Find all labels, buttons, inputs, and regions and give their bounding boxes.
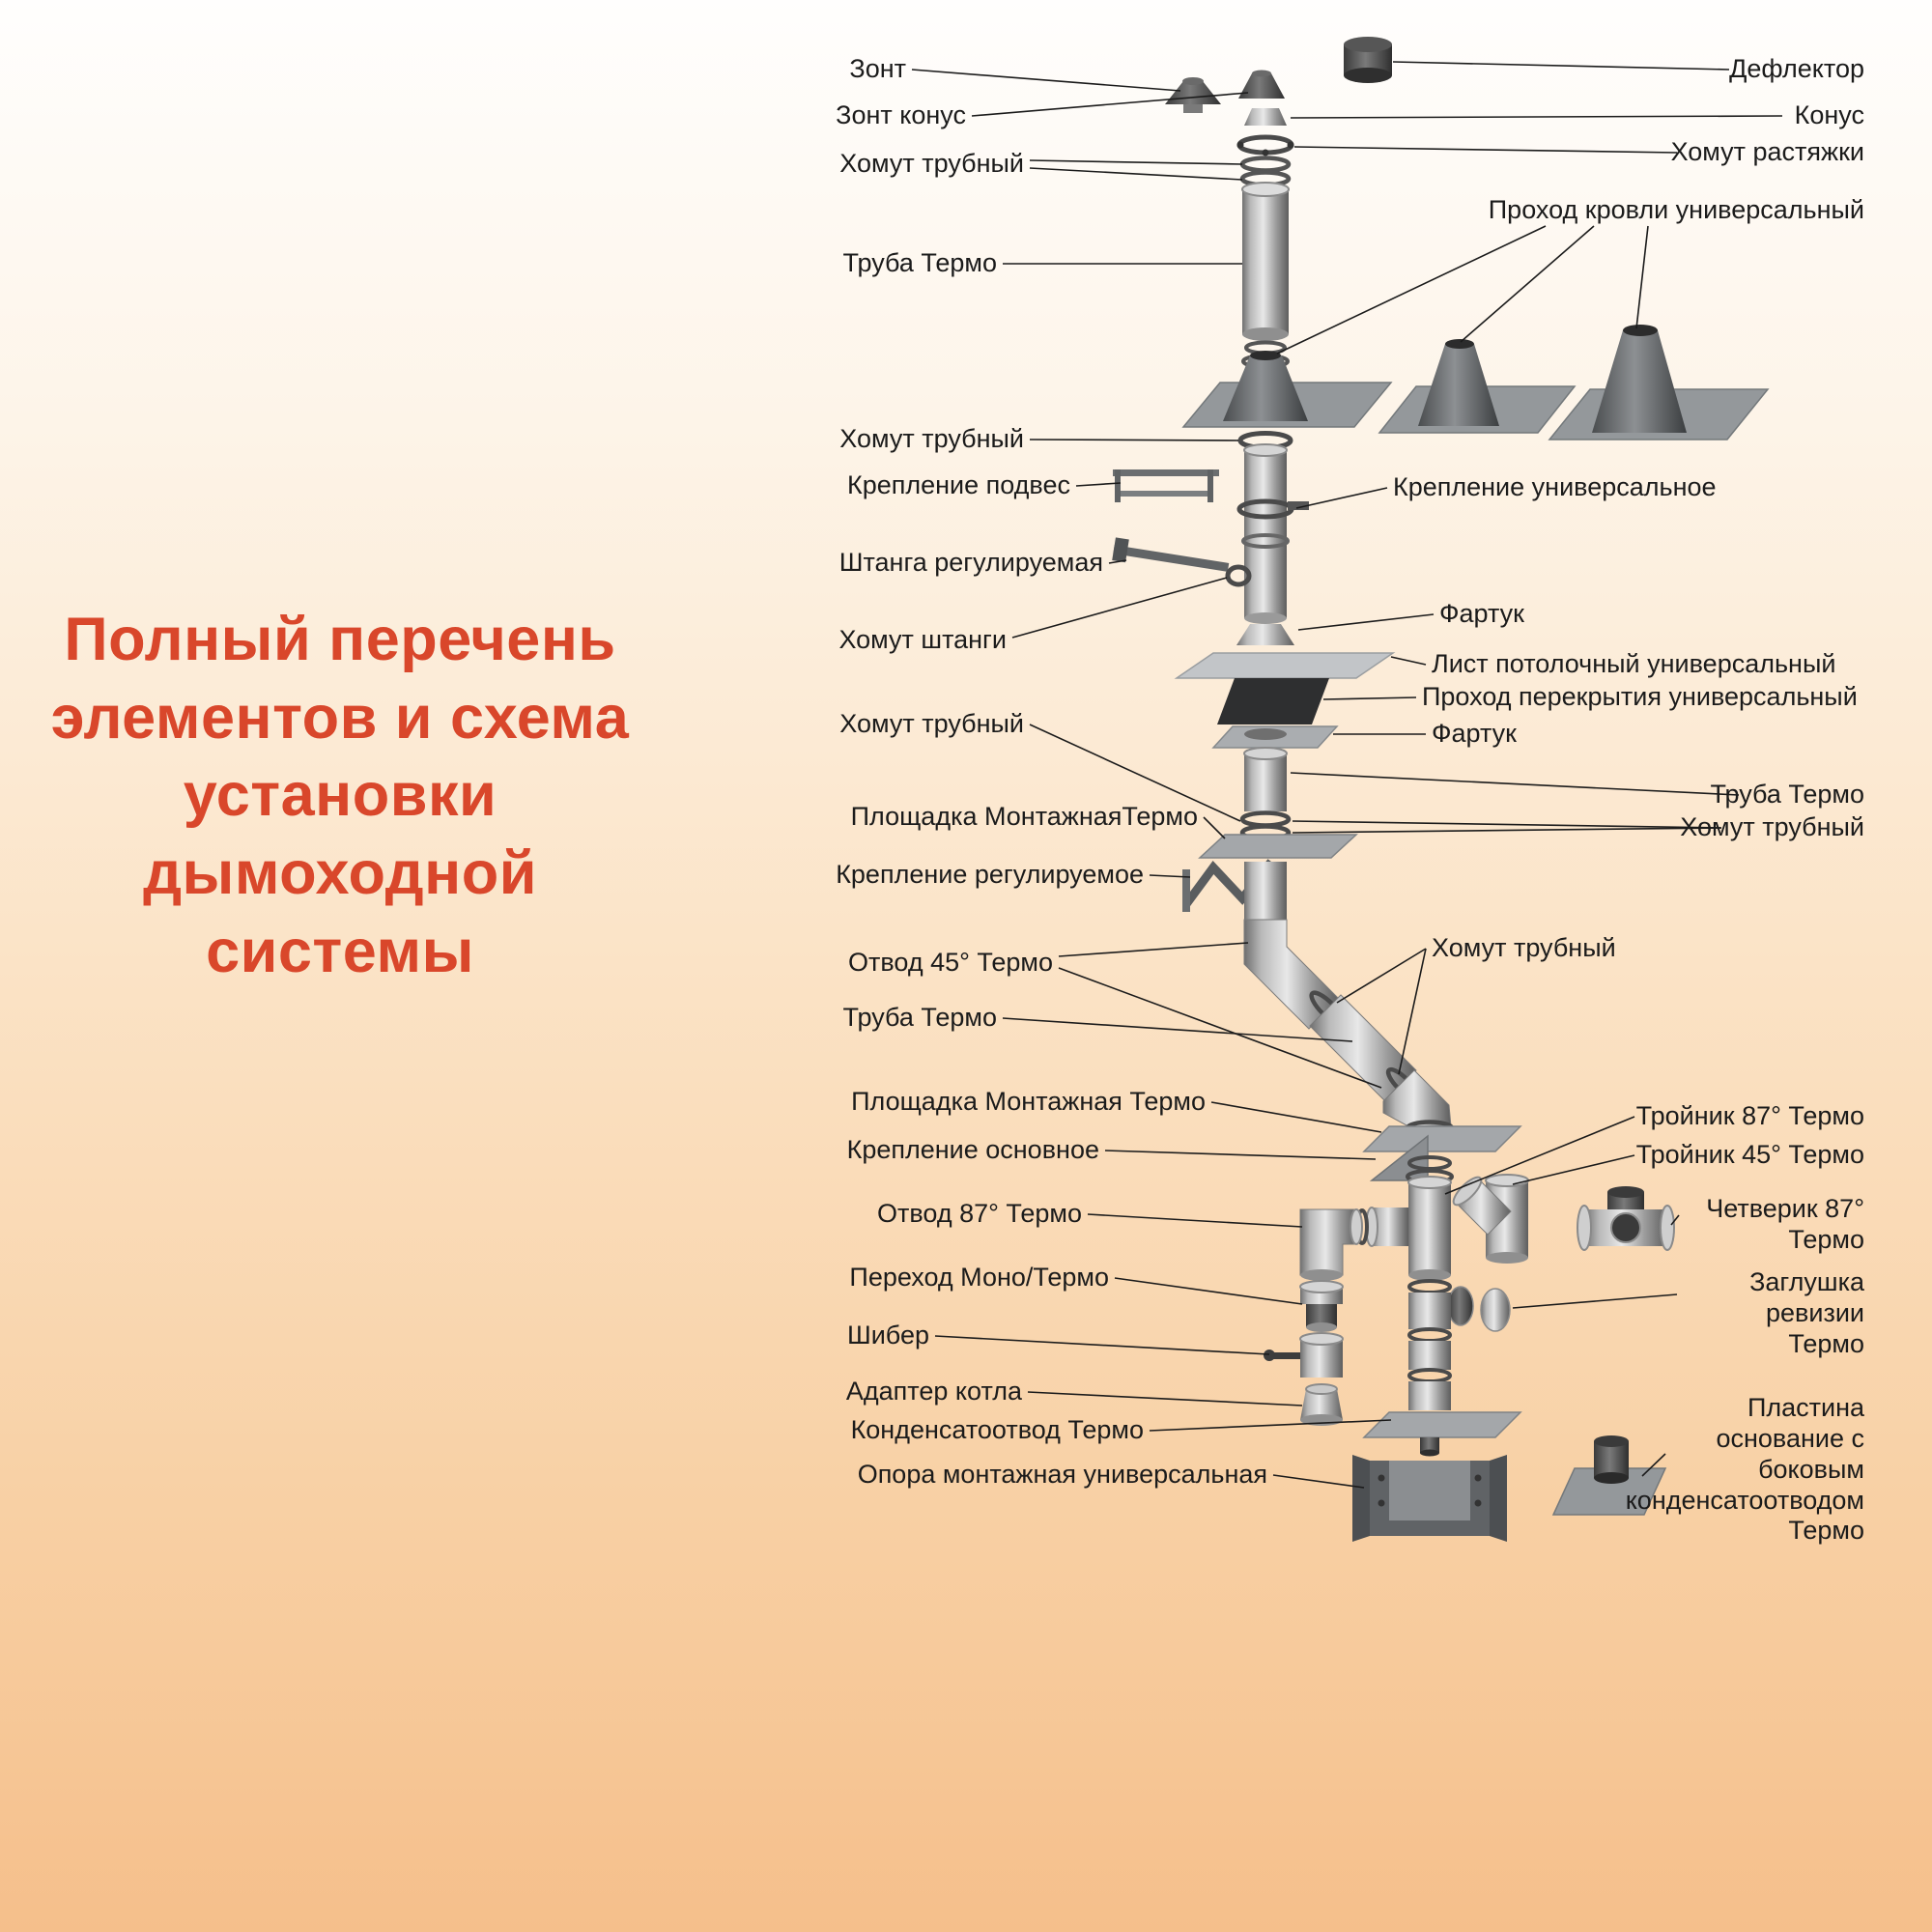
label-fartuk-1: Фартук	[1439, 599, 1524, 628]
label-ploshchadka-montazhnaya-1: Площадка МонтажнаяТермо	[850, 802, 1198, 831]
part-shtanga-reguliruemaya-icon	[1112, 537, 1230, 572]
part-troinik-87-icon	[1355, 1155, 1454, 1281]
part-roof-pass-2-icon	[1378, 339, 1577, 434]
label-konus: Конус	[1794, 100, 1864, 129]
label-zont-konus: Зонт конус	[836, 100, 966, 129]
part-kondensatootvod-icon	[1362, 1381, 1522, 1457]
part-truba-below-tee-icon	[1407, 1279, 1452, 1383]
label-kreplenie-osnovnoe: Крепление основное	[846, 1135, 1099, 1164]
part-kreplenie-podves-icon	[1113, 469, 1219, 502]
label-troinik-87: Тройник 87° Термо	[1635, 1101, 1864, 1130]
label-zaglushka-revizii: Заглушка ревизии Термо	[1749, 1267, 1864, 1358]
leader-lines	[911, 61, 1783, 1489]
label-truba-termo-1: Труба Термо	[842, 248, 997, 277]
part-shiber-icon	[1264, 1332, 1344, 1378]
part-opora-montazhnaya-icon	[1352, 1455, 1507, 1542]
label-ploshchadka-montazhnaya-2: Площадка Монтажная Термо	[851, 1087, 1206, 1116]
label-opora-montazhnaya: Опора монтажная универсальная	[857, 1460, 1267, 1489]
part-kreplenie-universalnoe-icon	[1236, 498, 1309, 520]
label-prohod-perekrytiya: Проход перекрытия универсальный	[1422, 682, 1858, 711]
label-otvod-45: Отвод 45° Термо	[847, 948, 1053, 977]
part-adapter-kotla-icon	[1300, 1383, 1343, 1426]
part-fartuk-upper-icon	[1236, 624, 1294, 645]
label-troinik-45: Тройник 45° Термо	[1635, 1140, 1864, 1169]
part-fartuk-lower-icon	[1211, 725, 1339, 749]
part-ploshchadka-montazhnaya-2-icon	[1362, 1125, 1522, 1152]
label-perehod-mono-termo: Переход Моно/Термо	[849, 1263, 1109, 1292]
label-homut-trubny-3: Хомут трубный	[839, 709, 1024, 738]
page-title: Полный перечень элементов и схема устано…	[50, 606, 630, 985]
label-deflektor: Дефлектор	[1729, 54, 1864, 83]
label-homut-shtangi: Хомут штанги	[838, 625, 1007, 654]
part-chetverik-87-icon	[1577, 1186, 1675, 1251]
part-homut-rastyazhki-icon	[1236, 134, 1294, 156]
label-kreplenie-universalnoe: Крепление универсальное	[1393, 472, 1717, 501]
part-truba-termo-top-icon	[1241, 182, 1290, 369]
label-otvod-87: Отвод 87° Термо	[876, 1199, 1082, 1228]
label-homut-trubny-4: Хомут трубный	[1680, 812, 1864, 841]
part-plastina-osnovanie-icon	[1551, 1435, 1667, 1516]
label-homut-trubny-1: Хомут трубный	[839, 149, 1024, 178]
label-plastina-osnovanie: Пластина основание с боковым конденсатоо…	[1625, 1393, 1864, 1546]
label-chetverik-87: Четверик 87° Термо	[1706, 1194, 1864, 1254]
part-truba-before-elbow-icon	[1244, 862, 1287, 920]
label-truba-termo-2: Труба Термо	[842, 1003, 997, 1032]
part-homut-trubny-top-icon	[1239, 156, 1292, 187]
label-list-potolochny: Лист потолочный универсальный	[1432, 649, 1836, 678]
label-adapter-kotla: Адаптер котла	[845, 1377, 1022, 1406]
part-deflector-icon	[1344, 37, 1392, 83]
label-kreplenie-reguliruemoe: Крепление регулируемое	[836, 860, 1144, 889]
part-roof-pass-1-icon	[1181, 351, 1393, 428]
part-homut-shtangi-icon	[1225, 564, 1252, 587]
part-list-potolochny-icon	[1174, 652, 1396, 679]
part-perehod-mono-termo-icon	[1299, 1280, 1344, 1332]
label-homut-rastyazhki: Хомут растяжки	[1670, 137, 1864, 166]
part-prohod-perekrytiya-icon	[1217, 678, 1329, 724]
part-truba-termo-mid-icon	[1241, 443, 1290, 624]
label-kondensatootvod: Конденсатоотвод Термо	[850, 1415, 1144, 1444]
part-truba-termo-short-icon	[1243, 747, 1288, 811]
part-zaglushka-revizii-icon	[1447, 1286, 1511, 1332]
part-roof-pass-3-icon	[1548, 325, 1770, 440]
label-homut-trubny-2: Хомут трубный	[839, 424, 1024, 453]
label-zont: Зонт	[849, 54, 906, 83]
label-truba-termo-3: Труба Термо	[1710, 780, 1864, 809]
part-konus-icon	[1244, 108, 1287, 126]
part-otvod-87-icon	[1299, 1208, 1363, 1281]
label-homut-trubny-5: Хомут трубный	[1432, 933, 1616, 962]
label-fartuk-2: Фартук	[1432, 719, 1517, 748]
part-ploshchadka-montazhnaya-1-icon	[1198, 834, 1358, 859]
label-shiber: Шибер	[846, 1321, 929, 1350]
label-shtanga-reguliruemaya: Штанга регулируемая	[838, 548, 1103, 577]
label-prohod-krovli: Проход кровли универсальный	[1488, 195, 1864, 224]
part-zont-konus-icon	[1238, 70, 1285, 99]
label-kreplenie-podves: Крепление подвес	[846, 470, 1070, 499]
